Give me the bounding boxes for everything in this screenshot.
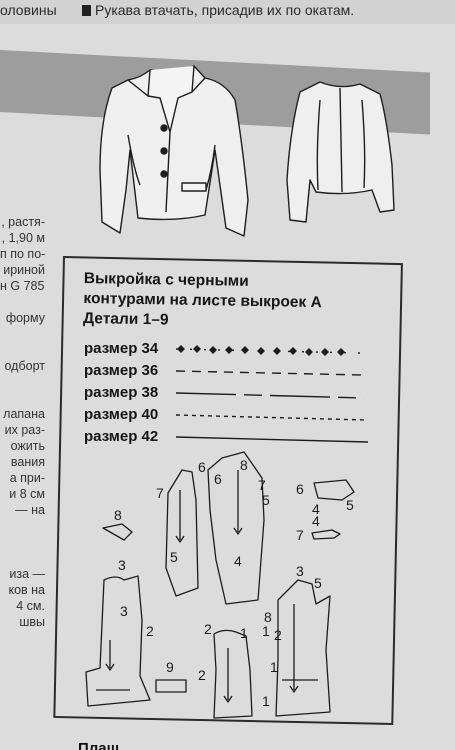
piece-number: 8: [240, 457, 248, 473]
piece-number: 4: [312, 513, 320, 529]
size-label-40: размер 40: [84, 406, 159, 423]
bottom-heading-fragment: Плаш: [78, 740, 120, 750]
left-column-line: н G 785;: [0, 279, 45, 293]
diamond-markers: [177, 345, 345, 356]
piece-number: 6: [198, 459, 206, 475]
piece-number: 3: [118, 557, 126, 573]
piece-number: 2: [274, 627, 282, 643]
piece-number: 7: [156, 485, 164, 501]
left-column-line: лапана: [3, 407, 45, 421]
left-column-line: 4 см.: [16, 599, 45, 613]
left-column-line: форму: [5, 311, 45, 325]
piece-number: 8: [114, 507, 122, 523]
pattern-piece-3: [85, 575, 151, 707]
piece-number: 1: [270, 659, 278, 675]
size-label-34: размер 34: [84, 340, 159, 357]
piece-number: 8: [264, 609, 272, 625]
left-column-line: и 8 см: [9, 487, 45, 501]
pattern-piece-9: [155, 679, 187, 693]
left-column-line: — на: [15, 503, 45, 517]
piece-number: 5: [314, 575, 322, 591]
header-left-fragment: оловины: [0, 2, 57, 18]
pattern-piece-6: [313, 479, 355, 501]
pattern-piece-8: [102, 523, 133, 541]
piece-number: 1: [262, 623, 270, 639]
piece-number: 2: [198, 667, 206, 683]
left-column-line: одборт: [4, 359, 46, 373]
left-column-line: , растя-: [1, 215, 45, 229]
piece-number: 6: [296, 481, 304, 497]
left-column-line: иза —: [9, 567, 45, 581]
pattern-piece-2: [213, 629, 253, 719]
pattern-piece-1: [275, 579, 331, 717]
piece-number: 5: [170, 549, 178, 565]
left-column-line: ириной: [3, 263, 45, 277]
line-style-38: [175, 392, 365, 399]
left-text-column: , растя- , 1,90 м п по по-ириной н G 785; ф…: [0, 214, 45, 630]
top-strip: [0, 0, 455, 24]
left-column-line: швы: [19, 615, 45, 629]
bullet-square-icon: [82, 5, 91, 16]
line-style-42: [175, 436, 369, 443]
piece-number: 5: [346, 497, 354, 513]
pattern-piece-4: [207, 451, 265, 605]
size-label-38: размер 38: [84, 384, 159, 401]
piece-number: 2: [204, 621, 212, 637]
piece-number: 5: [262, 492, 270, 508]
pattern-piece-7: [311, 529, 341, 540]
piece-number: 6: [214, 471, 222, 487]
piece-number: 1: [240, 625, 248, 641]
left-column-line: , 1,90 м: [1, 231, 45, 245]
left-column-line: вания: [10, 455, 45, 469]
left-column-line: п по по-: [0, 247, 45, 261]
left-column-line: ков на: [8, 583, 45, 597]
left-column-line: их раз-: [4, 423, 45, 437]
pattern-piece-5: [165, 469, 199, 597]
piece-number: 4: [234, 553, 242, 569]
piece-number: 7: [258, 477, 266, 493]
piece-number: 3: [120, 603, 128, 619]
jacket-front-drawing: [99, 65, 249, 237]
piece-number: 4: [312, 501, 320, 517]
left-column-line: а при-: [9, 471, 45, 485]
piece-number: 2: [146, 623, 154, 639]
size-label-36: размер 36: [84, 362, 159, 379]
left-column-line: ожить: [10, 439, 45, 453]
piece-number: 3: [296, 563, 304, 579]
piece-number: 9: [166, 659, 174, 675]
jacket-back-drawing: [286, 81, 395, 223]
piece-number: 7: [296, 527, 304, 543]
header-right-fragment: Рукава втачать, присадив их по окатам.: [82, 2, 354, 18]
size-label-42: размер 42: [84, 428, 159, 445]
piece-number: 1: [262, 693, 270, 709]
